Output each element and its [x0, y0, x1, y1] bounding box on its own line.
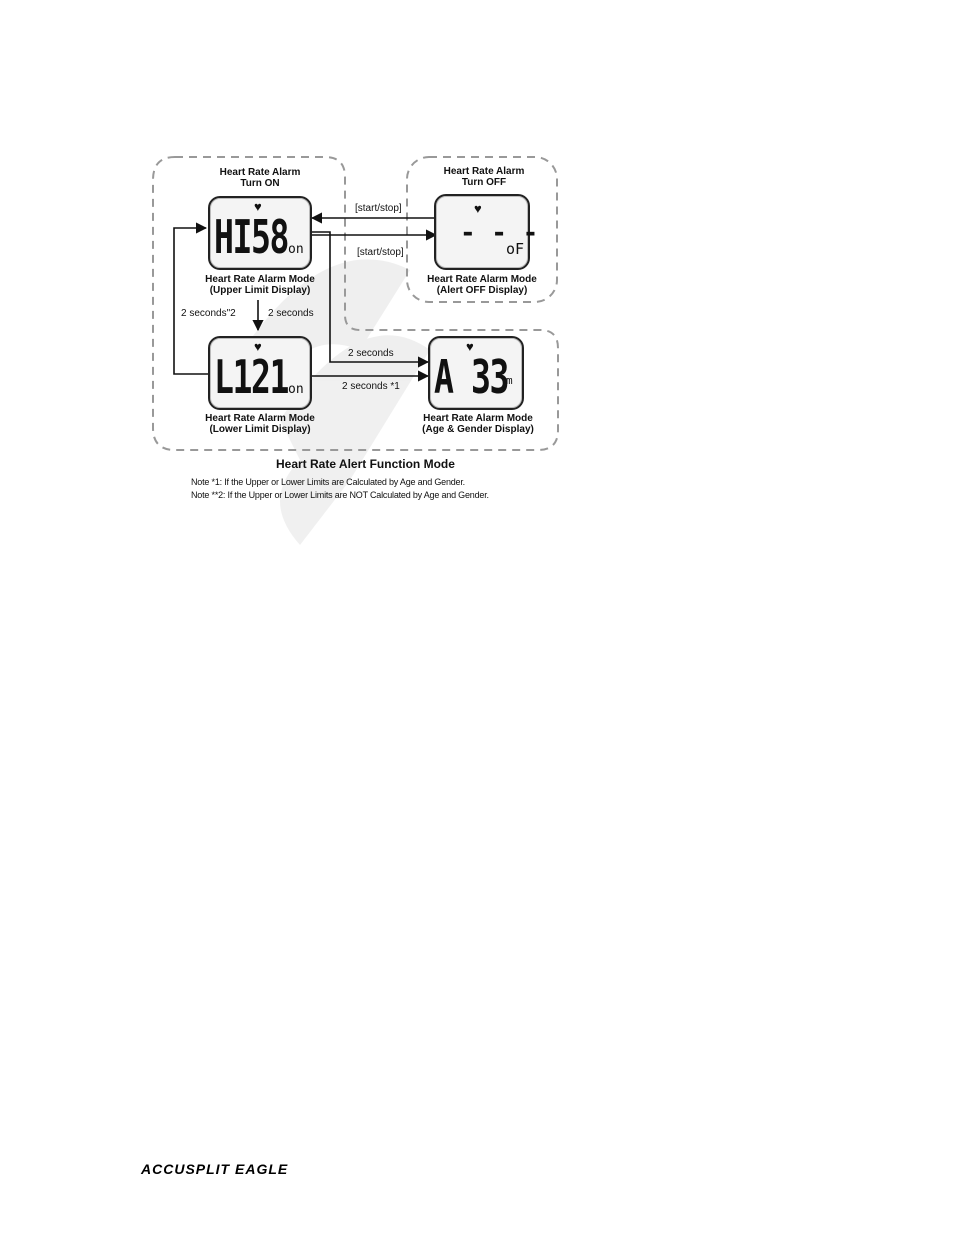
lcd-age-gender: ♥ A 33 m — [428, 336, 524, 410]
heart-icon: ♥ — [474, 201, 482, 216]
brand-logo: ACCUSPLIT EAGLE — [141, 1161, 289, 1177]
lcd-lower-digits: L121 — [214, 350, 289, 404]
label-two-seconds-to-age: 2 seconds — [348, 348, 394, 359]
heart-icon: ♥ — [466, 339, 474, 354]
caption-lower: Heart Rate Alarm Mode (Lower Limit Displ… — [190, 413, 330, 435]
arrow-lower-to-upper — [173, 222, 208, 375]
caption-off: Heart Rate Alarm Mode (Alert OFF Display… — [412, 274, 552, 296]
label-start-stop-bottom: [start/stop] — [357, 247, 404, 258]
caption-lower-line1: Heart Rate Alarm Mode — [205, 413, 315, 424]
arrow-upper-to-age — [312, 231, 430, 368]
turn-off-heading-line2: Turn OFF — [461, 177, 507, 188]
heart-icon: ♥ — [254, 339, 262, 354]
lcd-off-digits: - - - — [460, 218, 539, 248]
lcd-lower-limit: ♥ L121 on — [208, 336, 312, 410]
lcd-upper-limit: ♥ HI58 on — [208, 196, 312, 270]
label-start-stop-top: [start/stop] — [355, 203, 402, 214]
label-two-seconds-down: 2 seconds — [268, 308, 314, 319]
caption-lower-line2: (Lower Limit Display) — [209, 424, 311, 435]
note-2: Note **2: If the Upper or Lower Limits a… — [191, 490, 489, 500]
region-turn-off-border — [406, 156, 558, 303]
turn-off-heading-line1: Heart Rate Alarm — [443, 166, 525, 177]
diagram-title: Heart Rate Alert Function Mode — [276, 457, 455, 471]
lcd-age-digits: A 33 — [434, 350, 509, 404]
turn-off-heading: Heart Rate Alarm Turn OFF — [424, 166, 544, 188]
caption-age-line2: (Age & Gender Display) — [422, 424, 534, 435]
label-two-seconds-note2: 2 seconds"2 — [181, 308, 236, 319]
caption-age: Heart Rate Alarm Mode (Age & Gender Disp… — [408, 413, 548, 435]
lcd-upper-digits: HI58 — [214, 210, 289, 264]
lcd-off-suffix: oF — [506, 240, 525, 258]
caption-age-line1: Heart Rate Alarm Mode — [423, 413, 533, 424]
turn-on-heading-line1: Heart Rate Alarm — [219, 167, 301, 178]
turn-on-heading-line2: Turn ON — [240, 178, 280, 189]
caption-off-line1: Heart Rate Alarm Mode — [427, 274, 537, 285]
lcd-upper-suffix: on — [288, 242, 304, 257]
lcd-alert-off: ♥ - - - oF — [434, 194, 538, 270]
label-two-seconds-note1: 2 seconds *1 — [342, 381, 400, 392]
note-1: Note *1: If the Upper or Lower Limits ar… — [191, 477, 465, 487]
region-turn-on-border — [152, 156, 559, 451]
caption-upper-line1: Heart Rate Alarm Mode — [205, 274, 315, 285]
lcd-age-suffix: m — [506, 374, 513, 387]
heart-icon: ♥ — [254, 199, 262, 214]
lcd-lower-suffix: on — [288, 382, 304, 397]
caption-upper-line2: (Upper Limit Display) — [209, 285, 311, 296]
caption-upper: Heart Rate Alarm Mode (Upper Limit Displ… — [190, 274, 330, 296]
caption-off-line2: (Alert OFF Display) — [436, 285, 528, 296]
turn-on-heading: Heart Rate Alarm Turn ON — [200, 167, 320, 189]
